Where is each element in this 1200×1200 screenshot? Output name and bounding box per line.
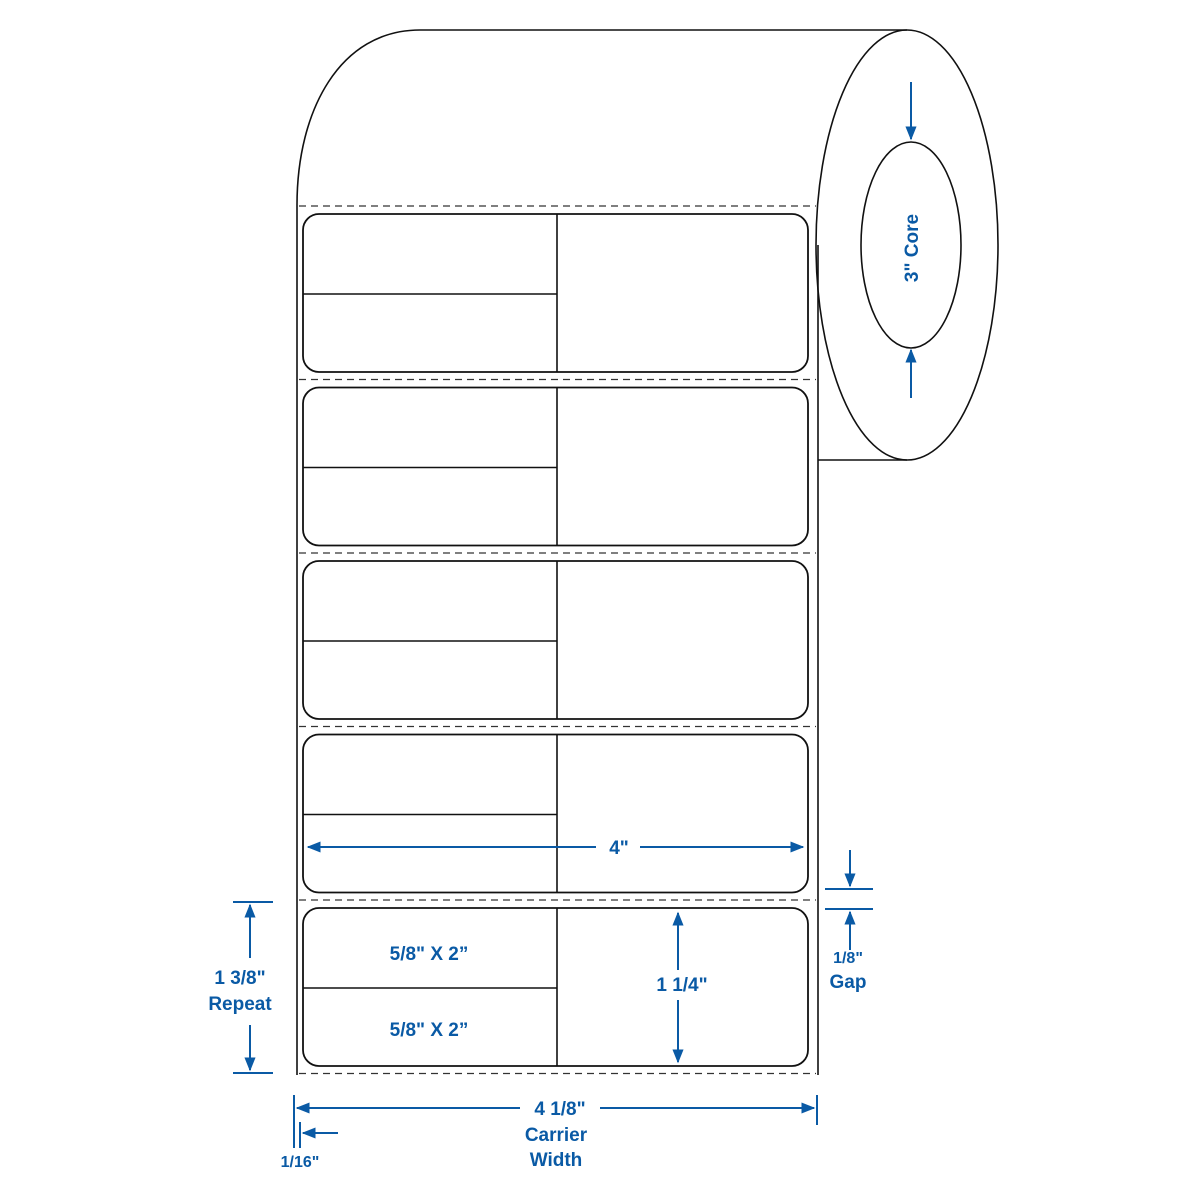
carrier-dimension: 4 1/8" Carrier Width 1/16" — [281, 1095, 818, 1171]
gap-label: Gap — [830, 972, 867, 993]
height-label: 1 1/4" — [656, 975, 707, 996]
roll-core — [860, 141, 962, 349]
label — [302, 213, 809, 373]
carrier-value: 4 1/8" — [534, 1099, 585, 1120]
width-label: 4" — [609, 838, 629, 859]
core-label: 3" Core — [902, 214, 923, 282]
repeat-label: Repeat — [208, 994, 272, 1015]
core-dimension: 3" Core — [902, 82, 923, 398]
cell-bottom-size: 5/8" X 2” — [390, 1020, 469, 1041]
label — [302, 733, 809, 894]
label — [302, 907, 809, 1067]
margin-value: 1/16" — [281, 1154, 320, 1171]
label — [302, 560, 809, 720]
carrier-label-2: Width — [530, 1150, 583, 1171]
cell-top-size: 5/8" X 2” — [390, 944, 469, 965]
width-dimension: 4" — [306, 838, 805, 859]
repeat-dimension: 1 3/8" Repeat — [208, 901, 273, 1074]
gap-value: 1/8" — [833, 950, 863, 967]
labels — [299, 205, 816, 1075]
height-dimension: 1 1/4" — [656, 911, 708, 1064]
roll-end — [815, 29, 999, 461]
carrier-label-1: Carrier — [525, 1125, 588, 1146]
repeat-value: 1 3/8" — [214, 968, 265, 989]
roll-body — [296, 29, 999, 1075]
label — [302, 386, 809, 547]
gap-dimension: 1/8" Gap — [825, 850, 873, 993]
